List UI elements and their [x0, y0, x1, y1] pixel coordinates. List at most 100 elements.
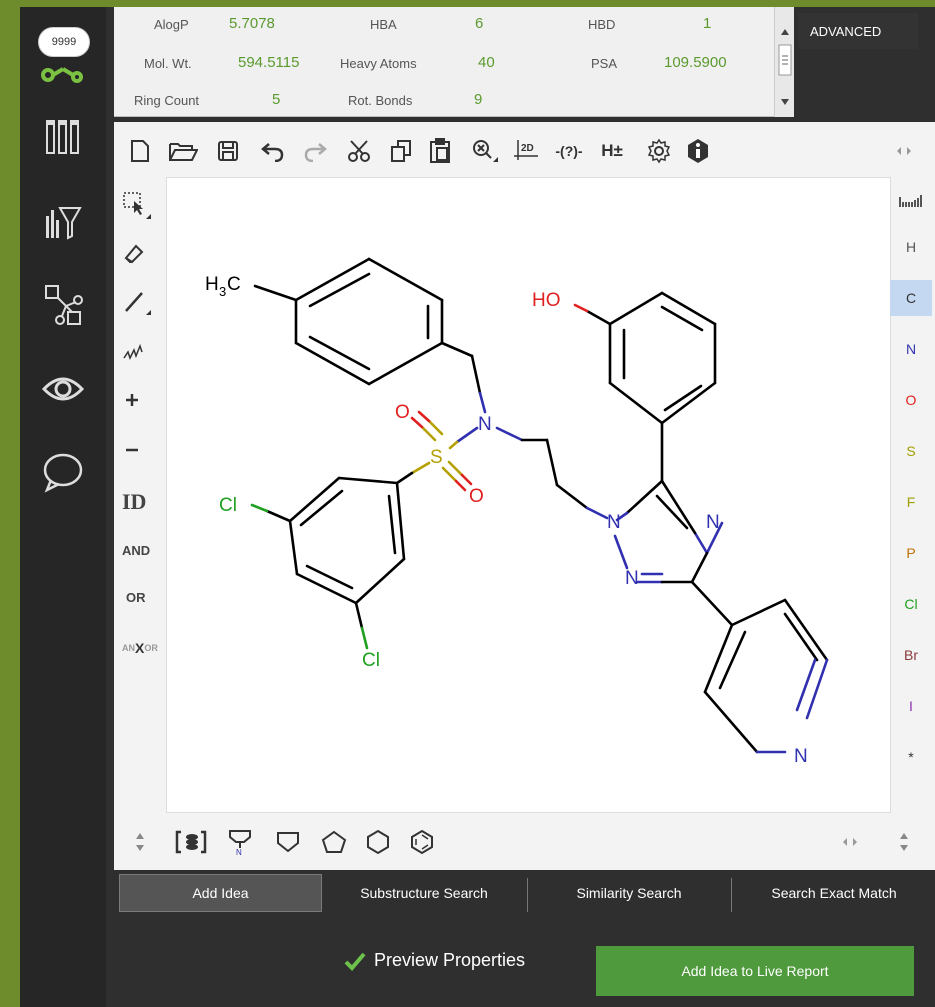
single-bond-icon[interactable] [122, 287, 158, 317]
atom-n-pyridine: N [794, 746, 808, 767]
tab-separator [731, 878, 732, 912]
heavy-atoms-value: 40 [478, 54, 495, 71]
top-toolbar: 2D -(?)- H± [114, 122, 935, 177]
copy-icon[interactable] [388, 139, 414, 163]
bottom-scroll-arrows-icon[interactable] [838, 830, 862, 854]
element-f[interactable]: F [906, 494, 916, 510]
redo-icon[interactable] [302, 139, 328, 163]
save-icon[interactable] [215, 139, 241, 163]
property-row: AlogP 5.7078 HBA 6 HBD 1 [114, 7, 774, 43]
element-i[interactable]: I [909, 698, 913, 714]
molecule-icon[interactable] [20, 52, 106, 92]
hba-label: HBA [370, 17, 397, 32]
alogp-value: 5.7078 [229, 15, 275, 32]
open-folder-icon[interactable] [167, 139, 199, 163]
chat-icon[interactable] [20, 447, 106, 497]
element-s[interactable]: S [906, 443, 916, 459]
anor-suffix: OR [144, 643, 158, 653]
tab-substructure-search[interactable]: Substructure Search [360, 885, 488, 901]
ring-count-label: Ring Count [134, 93, 200, 108]
atom-n1: N [607, 512, 621, 533]
sketch-canvas[interactable]: H 3 C HO N S O O Cl Cl N N N N [166, 177, 891, 813]
select-icon[interactable] [122, 191, 158, 221]
properties-panel: AlogP 5.7078 HBA 6 HBD 1 Mol. Wt. 594.51… [114, 7, 794, 117]
atom-n2: N [625, 568, 639, 589]
hbd-value: 1 [703, 15, 712, 32]
properties-scrollbar[interactable] [774, 7, 794, 117]
charge-plus-icon[interactable] [122, 385, 158, 415]
functional-group-icon[interactable]: N [226, 830, 254, 856]
tab-separator [527, 878, 528, 912]
query-bond-icon[interactable]: -(?)- [552, 139, 586, 163]
charge-minus-icon[interactable] [122, 435, 158, 465]
tab-add-idea[interactable]: Add Idea [119, 874, 322, 912]
element-br[interactable]: Br [904, 647, 918, 663]
atom-ho: HO [532, 290, 561, 311]
cyclopentane-icon[interactable] [320, 830, 348, 854]
checkmark-icon [344, 952, 366, 971]
h-toggle-icon[interactable]: H± [595, 139, 629, 163]
settings-gear-icon[interactable] [645, 138, 673, 164]
new-file-icon[interactable] [128, 139, 152, 163]
alogp-label: AlogP [154, 17, 189, 32]
element-o[interactable]: O [905, 392, 917, 408]
atom-n3: N [706, 512, 720, 533]
hbd-label: HBD [588, 17, 616, 32]
element-c[interactable]: C [890, 280, 932, 316]
eye-icon[interactable] [20, 369, 106, 409]
property-row: Ring Count 5 Rot. Bonds 9 [114, 79, 774, 115]
bottom-toolbar: N [114, 818, 935, 868]
add-idea-to-live-report-button[interactable]: Add Idea to Live Report [596, 946, 914, 996]
advanced-button[interactable]: ADVANCED [798, 13, 918, 49]
bottom-scroll-updown-icon[interactable] [896, 830, 912, 854]
scroll-updown-icon[interactable] [132, 830, 148, 854]
element-n[interactable]: N [905, 341, 917, 357]
id-tool[interactable]: ID [122, 489, 147, 514]
eraser-icon[interactable] [122, 239, 158, 269]
element-cl[interactable]: Cl [904, 596, 918, 612]
advanced-panel: ADVANCED [798, 7, 935, 117]
chain-icon[interactable] [122, 335, 158, 365]
columns-icon[interactable] [20, 112, 106, 162]
toolbar-scroll-arrows-icon[interactable] [892, 139, 916, 163]
ring-count-value: 5 [272, 91, 281, 108]
element-any[interactable]: * [908, 749, 914, 765]
cut-icon[interactable] [346, 139, 372, 163]
mw-label: Mol. Wt. [144, 56, 192, 71]
cyclohexane-icon[interactable] [364, 829, 392, 855]
element-p[interactable]: P [906, 545, 916, 561]
mw-value: 594.5115 [238, 54, 300, 71]
preview-properties-label: Preview Properties [374, 950, 526, 970]
template-library-icon[interactable] [174, 830, 208, 854]
psa-value: 109.5900 [664, 54, 727, 71]
tab-search-exact-match[interactable]: Search Exact Match [771, 885, 897, 901]
filter-chart-icon[interactable] [20, 197, 106, 247]
atom-cl2: Cl [362, 650, 380, 671]
info-icon[interactable] [684, 139, 712, 163]
rgroup-icon[interactable] [20, 277, 106, 337]
hba-value: 6 [475, 15, 484, 32]
benzene-icon[interactable] [408, 829, 436, 855]
cyclobutane-icon[interactable] [274, 830, 302, 854]
left-nav [20, 7, 106, 1007]
atom-s: S [430, 447, 443, 468]
atom-o2: O [469, 486, 484, 507]
layout-2d-icon[interactable]: 2D [512, 139, 542, 163]
preview-properties-checkbox[interactable]: Preview Properties [344, 950, 525, 971]
undo-icon[interactable] [260, 139, 286, 163]
zoom-clear-icon[interactable] [470, 139, 500, 163]
svg-text:N: N [236, 848, 242, 856]
tab-similarity-search[interactable]: Similarity Search [576, 885, 682, 901]
atom-n-amine: N [478, 414, 492, 435]
or-tool[interactable]: OR [126, 589, 146, 605]
element-h[interactable]: H [905, 239, 917, 255]
notification-badge[interactable]: 9999 [38, 27, 90, 57]
and-tool[interactable]: AND [122, 542, 151, 558]
periodic-table-icon[interactable] [890, 183, 932, 219]
molecule-structure: H 3 C HO N S O O Cl Cl N N N N [205, 257, 829, 767]
property-row: Mol. Wt. 594.5115 Heavy Atoms 40 PSA 109… [114, 43, 774, 79]
paste-icon[interactable] [427, 138, 453, 163]
